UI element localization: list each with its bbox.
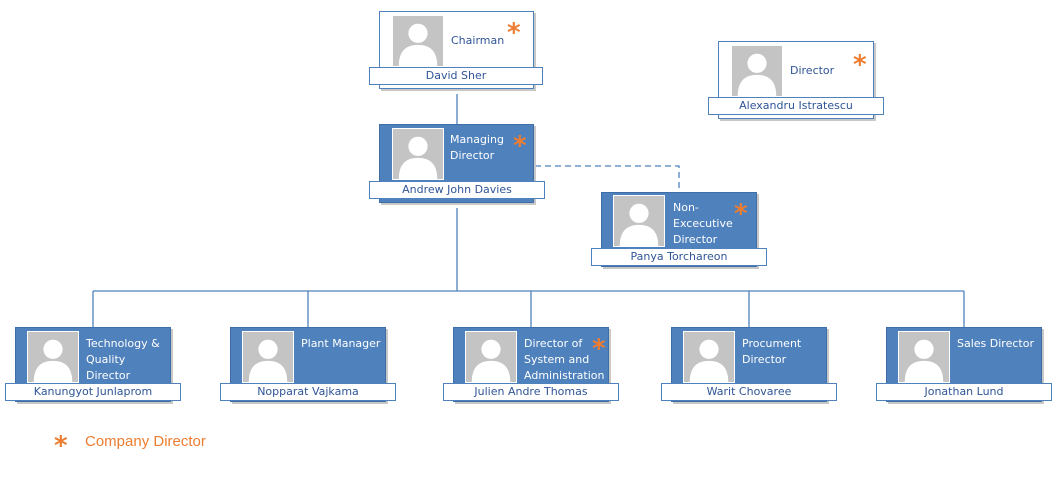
- node-chairman[interactable]: Chairman * David Sher: [369, 11, 543, 91]
- person-silhouette-icon: [392, 15, 444, 67]
- person-silhouette-icon: [898, 331, 950, 383]
- node-name: Kanungyot Junlaprom: [5, 383, 181, 401]
- node-managing-director[interactable]: Managing Director * Andrew John Davies: [369, 124, 545, 205]
- node-title: Procument Director: [742, 337, 802, 366]
- node-name: David Sher: [369, 67, 543, 85]
- node-name: Panya Torchareon: [591, 248, 767, 266]
- node-name: Julien Andre Thomas: [443, 383, 619, 401]
- node-non-executive-director[interactable]: Non-Excecutive Director * Panya Torchare…: [591, 192, 767, 269]
- node-name: Warit Chovaree: [661, 383, 837, 401]
- node-procument-director[interactable]: Procument Director Warit Chovaree: [661, 327, 837, 404]
- node-plant-manager[interactable]: Plant Manager Nopparat Vajkama: [220, 327, 396, 404]
- node-title: Sales Director: [957, 337, 1034, 350]
- node-title: Director: [790, 64, 835, 77]
- director-star-icon: *: [853, 50, 867, 80]
- legend-star-icon: *: [54, 431, 68, 461]
- person-silhouette-icon: [242, 331, 294, 383]
- person-silhouette-icon: [27, 331, 79, 383]
- node-title: Non-Excecutive Director: [673, 201, 733, 246]
- director-star-icon: *: [734, 199, 748, 229]
- node-name: Jonathan Lund: [876, 383, 1052, 401]
- node-title: Plant Manager: [301, 337, 381, 350]
- director-star-icon: *: [513, 131, 527, 161]
- connector-managing-nonexec: [535, 165, 680, 193]
- node-title: Managing Director: [450, 133, 504, 162]
- person-silhouette-icon: [683, 331, 735, 383]
- node-technology-quality-director[interactable]: Technology & Quality Director Kanungyot …: [5, 327, 181, 404]
- person-silhouette-icon: [392, 128, 444, 180]
- person-silhouette-icon: [613, 195, 665, 247]
- node-title: Chairman: [451, 34, 505, 47]
- director-star-icon: *: [592, 334, 606, 364]
- person-silhouette-icon: [465, 331, 517, 383]
- node-director[interactable]: Director * Alexandru Istratescu: [708, 41, 884, 121]
- node-title: Technology & Quality Director: [86, 337, 160, 382]
- node-title: Director of System and Administration: [524, 337, 605, 382]
- legend-label: Company Director: [85, 433, 206, 450]
- node-sales-director[interactable]: Sales Director Jonathan Lund: [876, 327, 1052, 404]
- director-star-icon: *: [507, 18, 521, 48]
- person-silhouette-icon: [731, 45, 783, 97]
- node-system-administration-director[interactable]: Director of System and Administration * …: [443, 327, 619, 404]
- node-name: Alexandru Istratescu: [708, 97, 884, 115]
- node-name: Andrew John Davies: [369, 181, 545, 199]
- node-name: Nopparat Vajkama: [220, 383, 396, 401]
